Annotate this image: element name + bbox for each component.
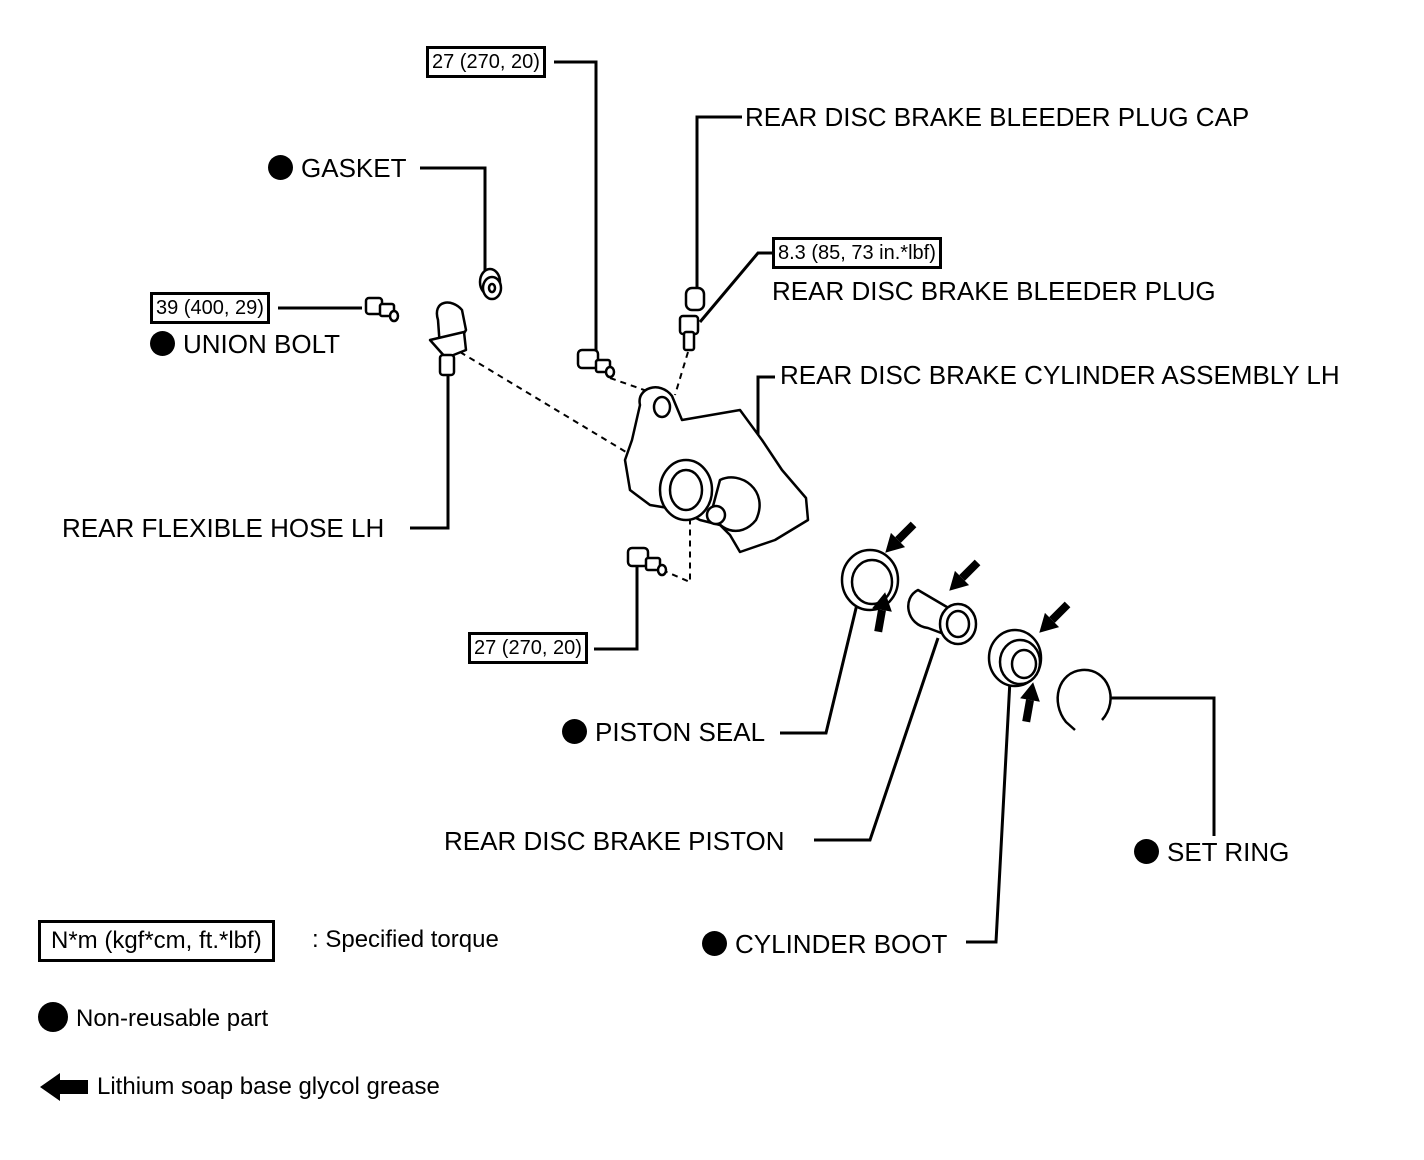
torque-box-lower-bolt: 27 (270, 20) bbox=[468, 632, 588, 664]
leader-hose bbox=[410, 375, 450, 530]
label-cylinder-boot-text: CYLINDER BOOT bbox=[735, 929, 948, 959]
set-ring-part bbox=[1056, 668, 1112, 731]
label-set-ring: SET RING bbox=[1134, 837, 1289, 867]
dash-bleeder-to-caliper bbox=[674, 351, 689, 396]
leader-torque-upper bbox=[554, 60, 598, 352]
grease-arrow-icon bbox=[949, 559, 981, 591]
upper-mounting-bolt-part bbox=[576, 348, 616, 379]
non-reusable-dot-icon bbox=[562, 719, 587, 744]
legend-grease: Lithium soap base glycol grease bbox=[97, 1073, 440, 1100]
label-flexible-hose: REAR FLEXIBLE HOSE LH bbox=[62, 513, 385, 543]
grease-arrow-icon bbox=[872, 592, 892, 633]
label-cylinder-assembly: REAR DISC BRAKE CYLINDER ASSEMBLY LH bbox=[780, 360, 1340, 390]
union-bolt-part bbox=[364, 296, 400, 323]
non-reusable-dot-icon bbox=[38, 1002, 68, 1032]
leader-bleeder-plug bbox=[698, 251, 775, 323]
leader-boot bbox=[966, 679, 1012, 944]
non-reusable-dot-icon bbox=[150, 331, 175, 356]
non-reusable-dot-icon bbox=[1134, 839, 1159, 864]
bleeder-plug-part bbox=[678, 314, 700, 352]
piston-seal-part bbox=[840, 548, 900, 612]
leader-piston bbox=[814, 637, 940, 842]
lower-mounting-bolt-part bbox=[626, 546, 668, 577]
grease-arrows bbox=[40, 521, 1071, 1101]
torque-box-bleeder-plug: 8.3 (85, 73 in.*lbf) bbox=[772, 237, 942, 269]
cylinder-assembly-part bbox=[623, 386, 810, 554]
grease-arrow-icon bbox=[885, 521, 917, 553]
grease-arrow-icon bbox=[1039, 601, 1071, 633]
legend-grease-arrow-icon bbox=[40, 1073, 88, 1101]
label-gasket: GASKET bbox=[268, 153, 406, 183]
gasket-part bbox=[478, 267, 503, 301]
label-bleeder-plug: REAR DISC BRAKE BLEEDER PLUG bbox=[772, 276, 1216, 306]
leader-gasket bbox=[420, 166, 487, 275]
leader-cylinder bbox=[756, 375, 775, 440]
flexible-hose-part bbox=[428, 301, 468, 377]
dash-bolt-to-caliper bbox=[609, 377, 651, 393]
label-piston-seal: PISTON SEAL bbox=[562, 717, 765, 747]
cylinder-boot-part bbox=[987, 628, 1043, 688]
torque-box-union-bolt: 39 (400, 29) bbox=[150, 292, 270, 324]
label-union-bolt: UNION BOLT bbox=[150, 329, 340, 359]
legend-torque-desc: : Specified torque bbox=[312, 926, 499, 953]
non-reusable-dot-icon bbox=[702, 931, 727, 956]
label-bleeder-plug-cap: REAR DISC BRAKE BLEEDER PLUG CAP bbox=[745, 102, 1250, 132]
legend-non-reusable-text: Non-reusable part bbox=[76, 1005, 269, 1032]
legend-non-reusable: Non-reusable part bbox=[38, 1002, 268, 1034]
leader-piston-seal bbox=[780, 599, 860, 735]
label-piston-seal-text: PISTON SEAL bbox=[595, 717, 766, 747]
non-reusable-dot-icon bbox=[268, 155, 293, 180]
label-set-ring-text: SET RING bbox=[1167, 837, 1290, 867]
label-union-bolt-text: UNION BOLT bbox=[183, 329, 340, 359]
grease-arrow-icon bbox=[1020, 682, 1040, 723]
leader-torque-lower bbox=[594, 567, 639, 651]
label-gasket-text: GASKET bbox=[301, 153, 407, 183]
leader-bleeder-cap bbox=[695, 115, 742, 290]
leader-set-ring bbox=[1110, 696, 1216, 836]
label-cylinder-boot: CYLINDER BOOT bbox=[702, 929, 947, 959]
legend-torque-box: N*m (kgf*cm, ft.*lbf) bbox=[38, 920, 275, 962]
torque-box-upper-bolt: 27 (270, 20) bbox=[426, 46, 546, 78]
bleeder-cap-part bbox=[684, 286, 706, 312]
label-piston: REAR DISC BRAKE PISTON bbox=[444, 826, 785, 856]
piston-part bbox=[907, 588, 978, 646]
